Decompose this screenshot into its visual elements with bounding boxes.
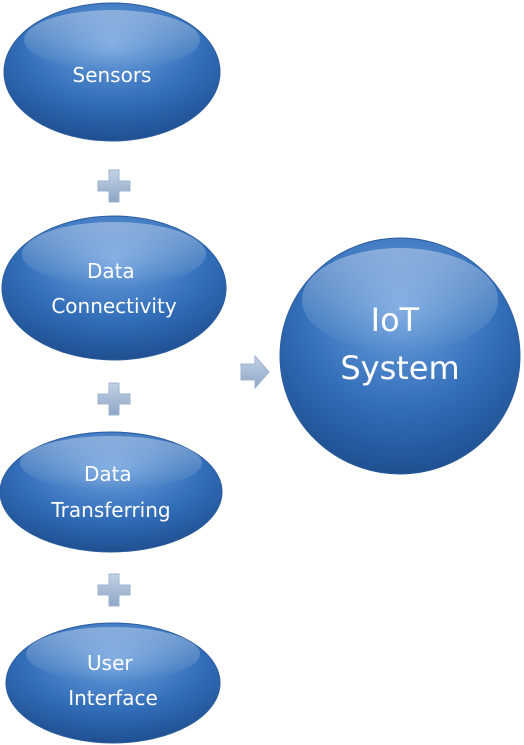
svg-text:Data Connectivity: Data Connectivity <box>51 259 176 318</box>
node-user-interface-line1: User <box>87 651 133 675</box>
node-data-transferring: Data Transferring <box>0 431 223 553</box>
node-sensors-line1: Sensors <box>73 63 152 87</box>
node-iot-system-line2: System <box>340 349 459 387</box>
node-iot-system: IoT System <box>279 237 521 475</box>
node-data-transferring-line2: Transferring <box>50 498 170 522</box>
svg-text:User Interface: User Interface <box>68 651 158 710</box>
plus-icon <box>97 573 131 607</box>
plus-icon <box>97 169 131 203</box>
node-data-connectivity-line1: Data <box>87 259 135 283</box>
svg-text:Sensors: Sensors <box>73 63 152 87</box>
node-data-connectivity: Data Connectivity <box>1 215 227 361</box>
node-iot-system-line1: IoT <box>371 301 420 339</box>
node-sensors: Sensors <box>3 2 221 142</box>
node-data-connectivity-line2: Connectivity <box>51 294 176 318</box>
plus-icon <box>97 382 131 416</box>
svg-text:Data Transferring: Data Transferring <box>50 462 170 522</box>
svg-text:IoT System: IoT System <box>340 301 459 387</box>
node-data-transferring-line1: Data <box>84 462 132 486</box>
node-user-interface: User Interface <box>5 622 221 744</box>
arrow-right-icon <box>240 354 270 390</box>
node-user-interface-line2: Interface <box>68 686 158 710</box>
